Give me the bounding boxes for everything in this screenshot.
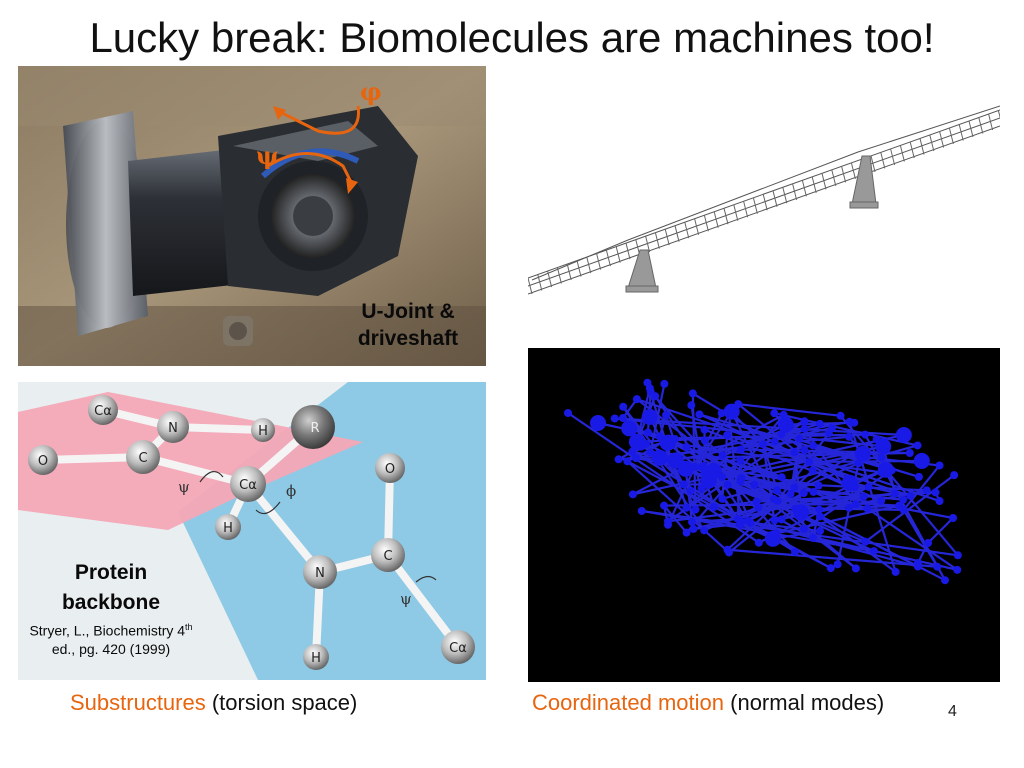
- psi-right-symbol: ψ: [400, 590, 412, 608]
- caption-right: Coordinated motion (normal modes): [532, 690, 884, 716]
- protein-backbone-diagram: Cα N H R O C Cα H O C N H Cα ψ ϕ ψ Prote…: [18, 382, 486, 680]
- psi-symbol: ψ: [256, 141, 279, 170]
- page-number: 4: [948, 703, 957, 720]
- bridge-wireframe: [528, 100, 1000, 300]
- atom-n-top: N: [168, 421, 178, 436]
- caption-right-rest: (normal modes): [724, 690, 885, 715]
- caption-left-rest: (torsion space): [205, 690, 358, 715]
- atom-h-lower: H: [223, 521, 233, 536]
- atom-c-left: C: [138, 451, 147, 466]
- citation-line2: ed., pg. 420 (1999): [51, 640, 171, 657]
- atom-calpha-center: Cα: [239, 478, 257, 493]
- ujoint-label-line2: driveshaft: [357, 327, 459, 350]
- ujoint-photo: φ ψ U-Joint & driveshaft: [18, 66, 486, 366]
- bridge-illustration: [528, 105, 1000, 295]
- backbone-label-line1: Protein: [74, 561, 148, 584]
- atom-h-top: H: [258, 424, 268, 439]
- atom-calpha-bottom: Cα: [449, 641, 467, 656]
- molecule-illustration: [528, 348, 1000, 682]
- atom-o-left: O: [38, 454, 48, 469]
- atom-r: R: [310, 421, 319, 436]
- atom-calpha-top: Cα: [94, 404, 112, 419]
- backbone-label: Protein backbone Stryer, L., Biochemistr…: [26, 558, 196, 658]
- caption-right-highlight: Coordinated motion: [532, 690, 725, 715]
- backbone-illustration: Cα N H R O C Cα H O C N H Cα ψ ϕ ψ: [18, 382, 486, 680]
- citation-line1: Stryer, L., Biochemistry 4th: [26, 618, 196, 640]
- phi-center-symbol: ϕ: [286, 482, 296, 500]
- atom-c-right: C: [383, 549, 392, 564]
- backbone-label-line2: backbone: [61, 591, 161, 614]
- psi-left-symbol: ψ: [178, 478, 190, 496]
- citation-sup: th: [185, 622, 193, 632]
- ujoint-illustration: φ ψ: [18, 66, 486, 366]
- atom-n-bottom: N: [315, 566, 325, 581]
- caption-left-highlight: Substructures: [70, 690, 206, 715]
- phi-symbol: φ: [360, 77, 382, 106]
- caption-left: Substructures (torsion space): [70, 690, 357, 716]
- ujoint-label: U-Joint & driveshaft: [348, 298, 468, 352]
- atom-h-bottom: H: [311, 651, 321, 666]
- atom-o-right: O: [385, 462, 395, 477]
- ujoint-label-line1: U-Joint &: [361, 300, 455, 323]
- slide-title: Lucky break: Biomolecules are machines t…: [89, 14, 935, 61]
- citation-line1-text: Stryer, L., Biochemistry 4: [29, 622, 186, 639]
- molecule-render: [528, 348, 1000, 682]
